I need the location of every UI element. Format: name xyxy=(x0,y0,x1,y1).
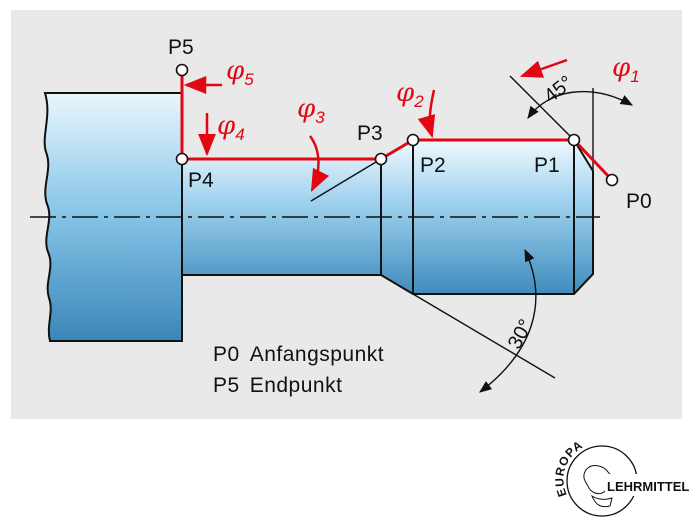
point-p4-marker xyxy=(175,152,189,166)
phi4-label: φ4 xyxy=(217,111,245,144)
phi1-label: φ1 xyxy=(612,53,640,86)
logo-text-bottom: LEHRMITTEL xyxy=(607,479,689,494)
point-p0-marker xyxy=(605,173,619,187)
point-p1-marker xyxy=(567,133,581,147)
point-p1-label: P1 xyxy=(534,154,560,177)
point-p2-marker xyxy=(406,133,420,147)
point-p3-marker xyxy=(374,152,388,166)
angle-45-arc xyxy=(527,90,634,120)
phi1-arrow xyxy=(519,58,568,78)
phi2-label: φ2 xyxy=(396,78,424,111)
phi2-arrow xyxy=(417,89,436,139)
tool-path-contour xyxy=(180,70,614,182)
phi3-arrow xyxy=(308,135,330,193)
angle-30-arc xyxy=(478,248,537,393)
point-p2-label: P2 xyxy=(420,154,446,177)
workpiece-large-diameter xyxy=(43,92,183,342)
point-p0-label: P0 xyxy=(626,190,652,213)
point-p5-marker xyxy=(175,63,189,77)
europa-lehrmittel-logo: EUROPA LEHRMITTEL xyxy=(552,437,689,517)
point-p3-label: P3 xyxy=(357,122,383,145)
phi3-reference-line xyxy=(310,158,382,202)
point-p5-label: P5 xyxy=(168,36,194,59)
phi3-label: φ3 xyxy=(297,94,325,127)
point-p4-label: P4 xyxy=(188,169,214,192)
phi5-label: φ5 xyxy=(226,56,254,89)
